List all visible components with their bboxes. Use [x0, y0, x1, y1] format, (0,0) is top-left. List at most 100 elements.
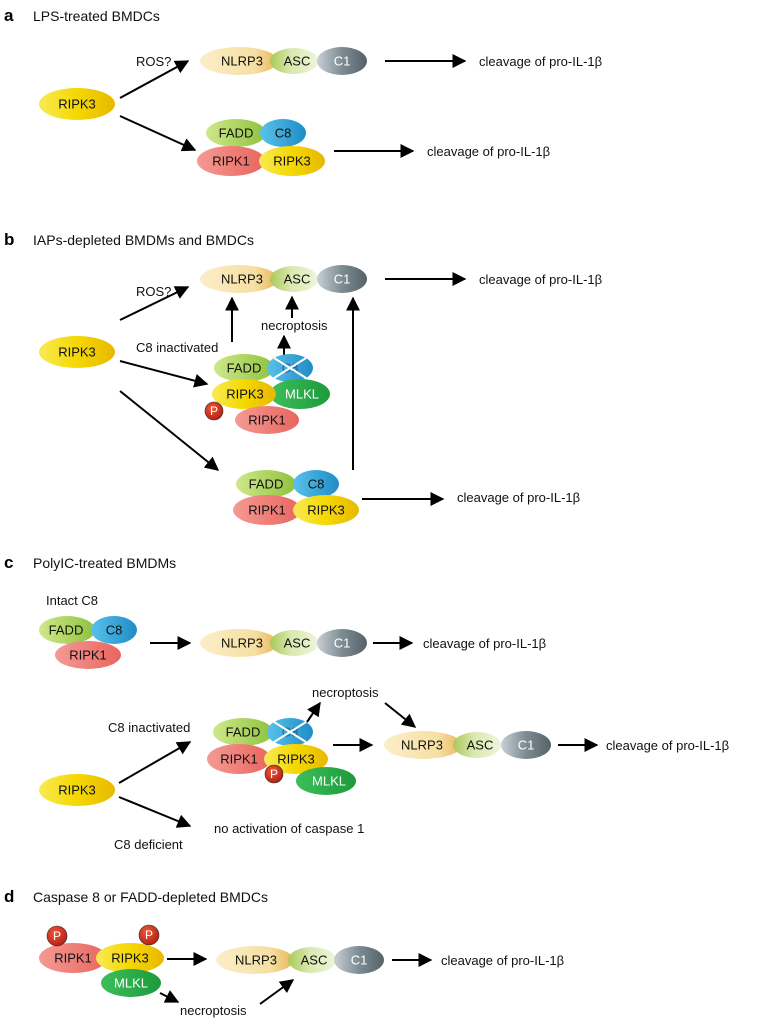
ripk3-ellipse — [212, 379, 276, 409]
c8-label: C8 — [275, 126, 292, 141]
panel-a-title: LPS-treated BMDCs — [33, 8, 160, 24]
nlrp3-label: NLRP3 — [235, 953, 277, 968]
fadd-label: FADD — [227, 361, 262, 376]
ripk1-ellipse — [55, 641, 121, 669]
phospho-marker — [264, 764, 284, 784]
inflammasome-complex: NLRP3 ASC C1 — [216, 946, 384, 974]
inflammasome-complex: NLRP3 ASC C1 — [384, 731, 551, 759]
c1-label: C1 — [334, 54, 351, 69]
ripk3-ellipse — [96, 943, 164, 973]
phospho-label: P — [145, 928, 153, 942]
cleavage-label: cleavage of pro-IL-1β — [423, 636, 546, 651]
fadd-ellipse — [213, 718, 273, 746]
cleavage-label: cleavage of pro-IL-1β — [457, 490, 580, 505]
fadd-label: FADD — [49, 623, 84, 638]
panel-c-title: PolyIC-treated BMDMs — [33, 555, 176, 571]
panel-a-letter: a — [4, 6, 14, 25]
asc-ellipse — [453, 732, 501, 758]
c8-cross-icon — [273, 721, 307, 743]
nlrp3-ellipse — [200, 629, 278, 657]
ripk3-label: RIPK3 — [58, 97, 96, 112]
nlrp3-label: NLRP3 — [221, 54, 263, 69]
panel-c: c PolyIC-treated BMDMs Intact C8 FADD C8… — [4, 553, 729, 852]
nlrp3-label: NLRP3 — [401, 738, 443, 753]
cleavage-label: cleavage of pro-IL-1β — [441, 953, 564, 968]
phospho-label: P — [270, 767, 278, 781]
ripk3-ellipse — [39, 88, 115, 120]
ripk3-label: RIPK3 — [58, 783, 96, 798]
fadd-label: FADD — [226, 725, 261, 740]
ripk3-ellipse — [293, 495, 359, 525]
necrosome-complex: FADD C8 RIPK1 RIPK3 MLKL P — [207, 718, 356, 795]
inflammasome-complex: NLRP3 ASC C1 — [200, 629, 367, 657]
ripk1-label: RIPK1 — [248, 503, 286, 518]
phospho-marker — [138, 924, 160, 946]
ripk3-ellipse — [39, 336, 115, 368]
c8-ellipse — [293, 470, 339, 498]
mlkl-ellipse — [270, 379, 330, 409]
ripk3-node: RIPK3 — [39, 774, 115, 806]
inflammasome-complex: NLRP3 ASC C1 — [200, 265, 367, 293]
cleavage-label: cleavage of pro-IL-1β — [606, 738, 729, 753]
c8-deficient-label: C8 deficient — [114, 837, 183, 852]
cleavage-label: cleavage of pro-IL-1β — [479, 54, 602, 69]
ripk1-label: RIPK1 — [248, 413, 286, 428]
arrow-necrosome-to-necroptosis — [306, 701, 321, 723]
phospho-label: P — [210, 404, 218, 418]
fadd-ellipse — [236, 470, 296, 498]
ripk3-label: RIPK3 — [226, 387, 264, 402]
ripk3-label: RIPK3 — [307, 503, 345, 518]
nlrp3-label: NLRP3 — [221, 636, 263, 651]
asc-label: ASC — [284, 54, 311, 69]
asc-ellipse — [270, 266, 318, 292]
c8-cross-icon — [273, 357, 307, 379]
fadd-ellipse — [206, 119, 266, 147]
c1-ellipse — [317, 265, 367, 293]
c1-ellipse — [501, 731, 551, 759]
asc-ellipse — [270, 48, 318, 74]
ripk1-ellipse — [39, 943, 107, 973]
fadd-label: FADD — [249, 477, 284, 492]
fadd-ellipse — [214, 354, 274, 382]
arrow-ripk3-to-ripoptosome — [119, 390, 220, 471]
nlrp3-ellipse — [384, 731, 462, 759]
ripk1-ellipse — [207, 744, 271, 774]
ripk3-ellipse — [39, 774, 115, 806]
mlkl-ellipse — [296, 767, 356, 795]
arrow-necroptosis-to-inflammasome — [384, 702, 417, 728]
nlrp3-ellipse — [216, 946, 294, 974]
panel-b: b IAPs-depleted BMDMs and BMDCs RIPK3 RO… — [4, 230, 602, 525]
necrosome-complex: RIPK1 RIPK3 MLKL P P — [39, 924, 164, 997]
mlkl-label: MLKL — [312, 774, 346, 789]
c8-label: C8 — [308, 477, 325, 492]
phospho-marker — [204, 401, 224, 421]
arrow-ripk3-to-inflammasome — [119, 286, 190, 321]
c1-ellipse — [317, 47, 367, 75]
arrow-ripk3-to-necrosome — [119, 360, 209, 388]
ripk3-label: RIPK3 — [273, 154, 311, 169]
arrow-ripk3-to-no-activation — [118, 796, 192, 828]
asc-label: ASC — [284, 636, 311, 651]
panel-b-title: IAPs-depleted BMDMs and BMDCs — [33, 232, 254, 248]
ripk3-node: RIPK3 — [39, 336, 115, 368]
ripk1-ellipse — [197, 146, 265, 176]
inflammasome-complex: NLRP3 ASC C1 — [200, 47, 367, 75]
ripk1-label: RIPK1 — [220, 752, 258, 767]
cleavage-label: cleavage of pro-IL-1β — [427, 144, 550, 159]
ripk3-label: RIPK3 — [277, 752, 315, 767]
c8-inactivated-label: C8 inactivated — [108, 720, 190, 735]
ripk3-ellipse — [264, 744, 328, 774]
nlrp3-label: NLRP3 — [221, 272, 263, 287]
mlkl-label: MLKL — [285, 387, 319, 402]
ripk3-ellipse — [259, 146, 325, 176]
necroptosis-label: necroptosis — [180, 1003, 247, 1018]
panel-c-letter: c — [4, 553, 13, 572]
ripk3-label: RIPK3 — [111, 951, 149, 966]
ripk1-label: RIPK1 — [212, 154, 250, 169]
ripoptosome-complex: FADD C8 RIPK1 RIPK3 — [197, 119, 325, 176]
panel-d-letter: d — [4, 887, 14, 906]
c1-label: C1 — [518, 738, 535, 753]
c1-label: C1 — [334, 636, 351, 651]
ros-label: ROS? — [136, 284, 171, 299]
